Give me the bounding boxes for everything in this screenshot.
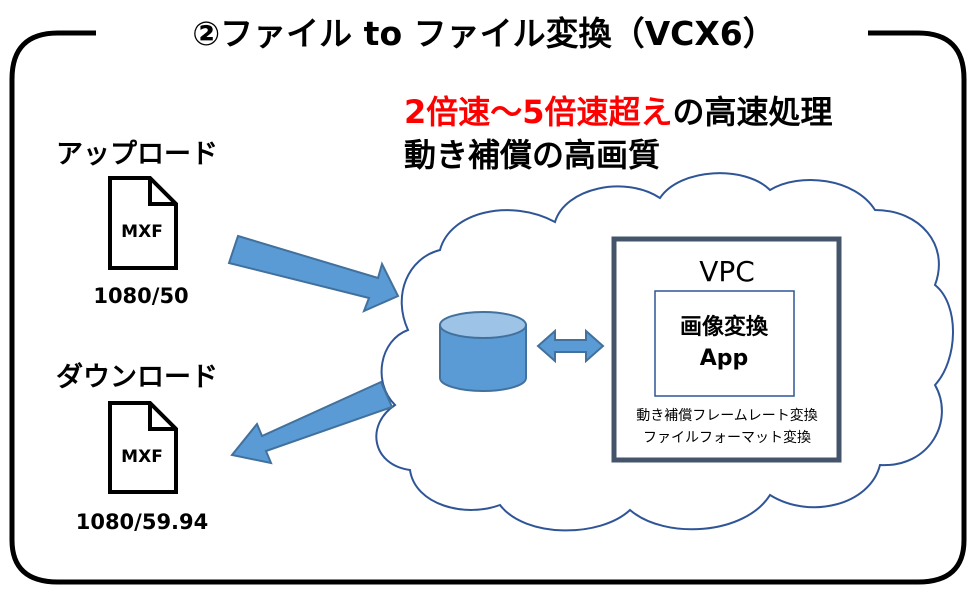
storage-cylinder-icon	[439, 311, 527, 392]
headline-rest: の高速処理	[673, 93, 833, 131]
vpc-label: VPC	[699, 255, 755, 288]
bidirectional-arrow-icon	[536, 328, 605, 364]
outer-frame	[9, 30, 967, 585]
download-arrow-icon	[230, 380, 394, 465]
download-label: ダウンロード	[56, 361, 218, 393]
upload-arrow-icon	[227, 234, 400, 313]
download-file-icon	[108, 401, 178, 494]
headline-highlight: 2倍速〜5倍速超え	[404, 93, 673, 131]
download-spec: 1080/59.94	[76, 510, 209, 534]
upload-file-format: MXF	[121, 222, 163, 242]
download-file-format: MXF	[121, 447, 163, 467]
headline-line1: 2倍速〜5倍速超えの高速処理	[404, 93, 833, 131]
diagram-title: ②ファイル to ファイル変換（VCX6）	[192, 14, 776, 53]
app-box	[654, 290, 795, 397]
headline-line2: 動き補償の高画質	[404, 136, 660, 174]
upload-label: アップロード	[56, 139, 218, 170]
vpc-feature2: ファイルフォーマット変換	[643, 429, 811, 446]
upload-file-icon	[108, 176, 178, 270]
app-label-line1: 画像変換	[680, 314, 769, 340]
upload-spec: 1080/50	[93, 284, 188, 308]
app-label-line2: App	[700, 346, 749, 371]
vpc-feature1: 動き補償フレームレート変換	[636, 407, 818, 424]
